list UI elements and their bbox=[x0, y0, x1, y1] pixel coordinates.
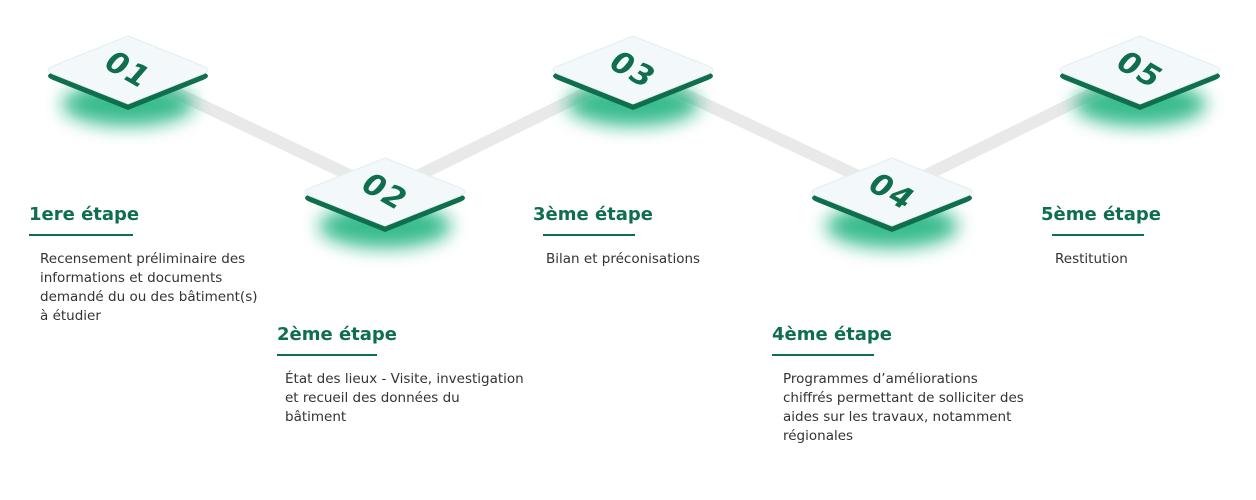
tile-shape bbox=[811, 157, 973, 248]
tile-shape bbox=[552, 35, 714, 126]
step-5-tile: 05 bbox=[1045, 32, 1235, 142]
step-4-text: 4ème étape Programmes d’améliorations ch… bbox=[772, 324, 1024, 446]
step-description: Recensement préliminaire des information… bbox=[40, 250, 258, 326]
desc-line: chiffrés permettant de solliciter des bbox=[783, 390, 1024, 406]
desc-line: Programmes d’améliorations bbox=[783, 371, 978, 387]
step-4-tile: 04 bbox=[797, 154, 987, 264]
step-description: Bilan et préconisations bbox=[546, 250, 700, 269]
desc-line: bâtiment bbox=[285, 409, 347, 425]
step-2-tile: 02 bbox=[290, 154, 480, 264]
title-underline bbox=[277, 354, 377, 356]
step-3-text: 3ème étape Bilan et préconisations bbox=[533, 204, 700, 269]
step-1-text: 1ere étape Recensement préliminaire des … bbox=[29, 204, 258, 326]
step-2-text: 2ème étape État des lieux - Visite, inve… bbox=[277, 324, 524, 427]
step-5-text: 5ème étape Restitution bbox=[1041, 204, 1161, 269]
title-underline bbox=[543, 234, 635, 236]
desc-line: Recensement préliminaire des bbox=[40, 251, 246, 267]
desc-line: et recueil des données du bbox=[285, 390, 460, 406]
tile-shape bbox=[1059, 35, 1221, 126]
title-underline bbox=[1052, 234, 1144, 236]
desc-line: régionales bbox=[783, 428, 854, 444]
desc-line: Restitution bbox=[1055, 251, 1128, 267]
step-1-tile: 01 bbox=[33, 32, 223, 142]
title-underline bbox=[29, 234, 133, 236]
step-title: 1ere étape bbox=[29, 204, 140, 225]
step-title: 4ème étape bbox=[772, 324, 893, 345]
desc-line: informations et documents bbox=[40, 270, 223, 286]
desc-line: demandé du ou des bâtiment(s) bbox=[40, 289, 258, 305]
step-description: État des lieux - Visite, investigation e… bbox=[285, 370, 524, 427]
tile-shape bbox=[304, 157, 466, 248]
desc-line: État des lieux - Visite, investigation bbox=[285, 371, 524, 387]
title-underline bbox=[772, 354, 874, 356]
step-description: Restitution bbox=[1055, 250, 1161, 269]
tile-shape bbox=[47, 35, 209, 126]
step-title: 2ème étape bbox=[277, 324, 398, 345]
desc-line: aides sur les travaux, notamment bbox=[783, 409, 1012, 425]
step-description: Programmes d’améliorations chiffrés perm… bbox=[783, 370, 1024, 446]
desc-line: à étudier bbox=[40, 308, 101, 324]
step-title: 5ème étape bbox=[1041, 204, 1162, 225]
step-3-tile: 03 bbox=[538, 32, 728, 142]
desc-line: Bilan et préconisations bbox=[546, 251, 701, 267]
step-title: 3ème étape bbox=[533, 204, 654, 225]
